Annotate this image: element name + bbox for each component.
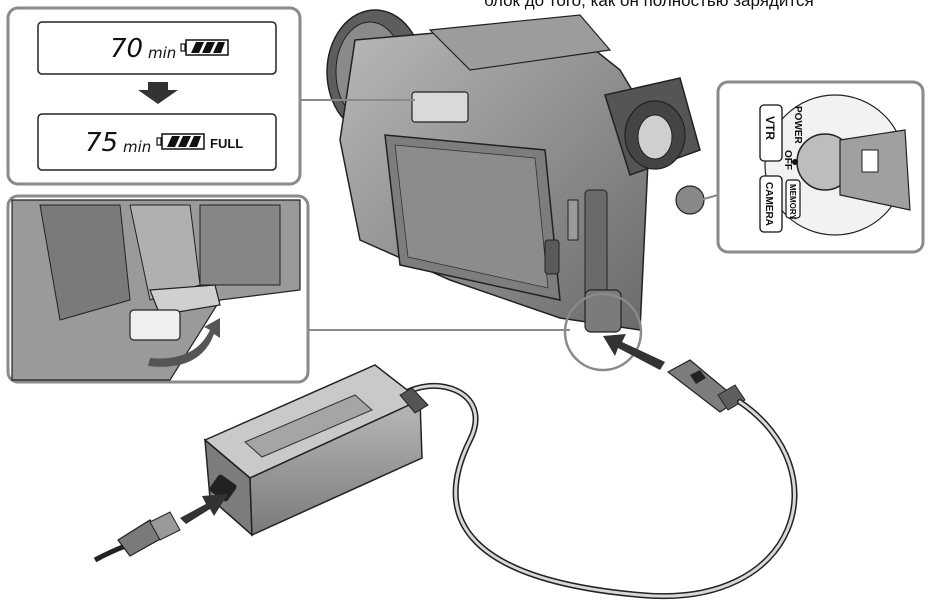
- dial-label-camera: CAMERA: [763, 182, 774, 226]
- battery-full-icon: [156, 133, 205, 150]
- curved-arrow-icon: [148, 318, 220, 367]
- lcd-before-value: 70: [110, 34, 143, 64]
- dial-label-power: POWER: [792, 106, 803, 145]
- lcd-after-unit: min: [123, 138, 151, 156]
- cut-off-caption: блок до того, как он полностью зарядится: [484, 0, 814, 10]
- display-callout: 70 min 75 min FULL: [6, 6, 415, 186]
- power-dial-callout: POWER VTR OFF CAMERA MEMORY: [699, 80, 925, 254]
- ac-adapter: [203, 364, 429, 537]
- dc-in-callout: [6, 194, 570, 384]
- dc-in-highlight: [563, 292, 643, 372]
- adapter-arrow-icon: [180, 494, 228, 524]
- battery-icon: [180, 39, 229, 56]
- insert-arrow-icon: [603, 334, 665, 370]
- lcd-after-status: FULL: [210, 136, 243, 151]
- camcorder: [326, 9, 705, 333]
- lcd-before-unit: min: [148, 44, 176, 62]
- dc-plug: [666, 359, 746, 413]
- down-arrow-icon: [138, 82, 178, 104]
- dial-label-off: OFF: [782, 150, 793, 170]
- mains-plug: [93, 511, 181, 563]
- dial-label-memory: MEMORY: [788, 184, 797, 220]
- lcd-before: [37, 21, 277, 75]
- dial-label-vtr: VTR: [763, 116, 777, 140]
- lcd-after-value: 75: [85, 128, 118, 158]
